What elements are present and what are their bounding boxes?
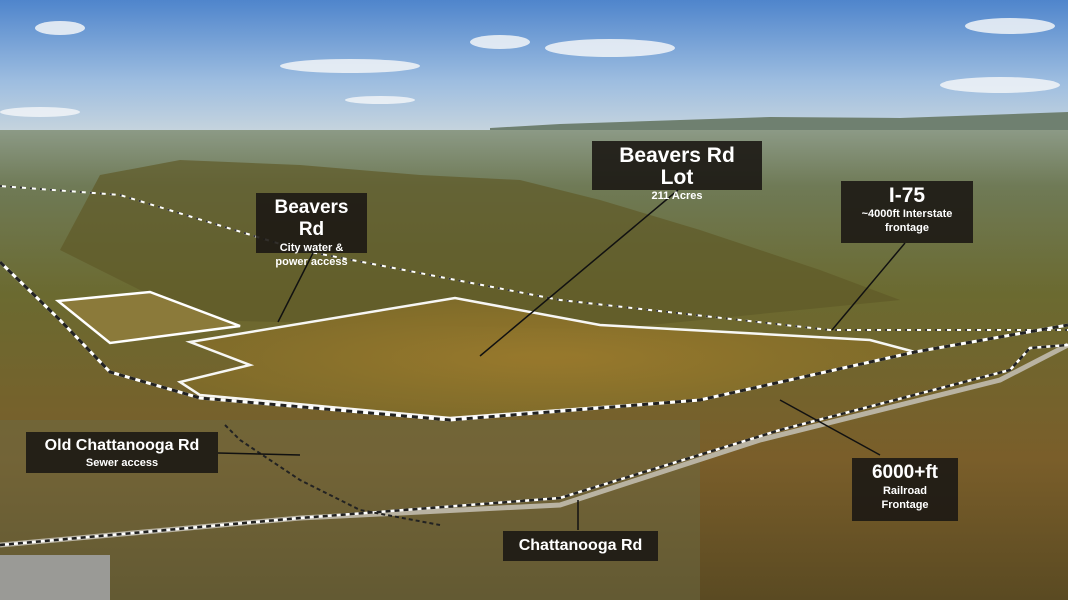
railroad-frontage-label: 6000+ft Railroad Frontage [852,458,958,521]
interstate-line [0,185,1068,331]
label-subtitle: Sewer access [85,457,159,469]
chattanooga-rail-line [0,343,1068,547]
label-title: Chattanooga Rd [518,537,643,554]
i75-label: I-75 ~4000ft Interstate frontage [841,181,973,243]
leader-lines [217,189,906,530]
railroad-line [0,260,1068,422]
label-subtitle: 211 Acres [651,190,703,202]
parking-lot [0,555,110,600]
label-title: Beavers Rd Lot [619,144,735,189]
label-title: 6000+ft [871,462,939,483]
beavers-rd-label: Beavers Rd City water & power access [256,193,367,268]
label-title: Old Chattanooga Rd [44,437,200,454]
beavers-lot-west-outline [54,290,241,345]
old-chattanooga-road-line [224,424,441,526]
clouds [0,18,1060,117]
chattanooga-rd-label: Chattanooga Rd [503,531,658,561]
sky [0,0,1068,135]
label-subtitle: Railroad Frontage [881,485,929,511]
label-title: Beavers Rd [274,197,349,240]
label-subtitle: ~4000ft Interstate frontage [861,208,953,234]
old-chattanooga-rd-label: Old Chattanooga Rd Sewer access [26,432,218,473]
beavers-rd-lot-label: Beavers Rd Lot 211 Acres [592,141,762,202]
label-title: I-75 [888,184,926,207]
label-subtitle: City water & power access [275,242,348,268]
